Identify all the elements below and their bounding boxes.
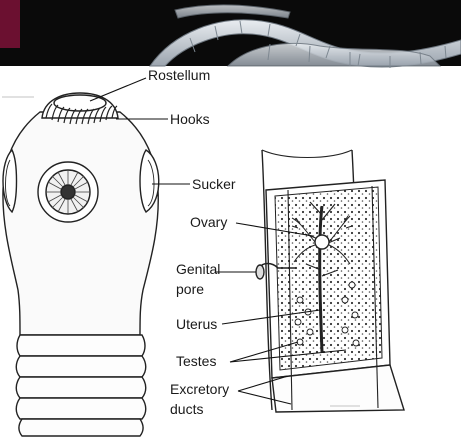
label-hooks: Hooks	[170, 111, 210, 127]
label-sucker: Sucker	[192, 176, 236, 192]
label-testes: Testes	[176, 353, 216, 369]
leader-rostellum	[90, 78, 146, 101]
scolex-drawing	[3, 93, 159, 436]
scolex-outline	[3, 112, 158, 335]
label-ovary: Ovary	[190, 214, 227, 230]
label-genital-line2: pore	[176, 281, 204, 297]
label-excretory-line2: ducts	[170, 401, 203, 417]
label-excretory-line1: Excretory	[170, 381, 229, 397]
banner-accent-stripe	[0, 0, 20, 48]
label-uterus: Uterus	[176, 316, 217, 332]
tapeworm-photo-banner	[0, 0, 461, 68]
label-genital-line1: Genital	[176, 261, 220, 277]
neck-segments	[16, 335, 146, 436]
label-rostellum: Rostellum	[148, 67, 210, 83]
genital-pore-opening	[256, 265, 264, 279]
ovary-center	[315, 235, 329, 249]
previous-proglottid-border	[262, 150, 352, 158]
front-sucker-center	[61, 185, 75, 199]
